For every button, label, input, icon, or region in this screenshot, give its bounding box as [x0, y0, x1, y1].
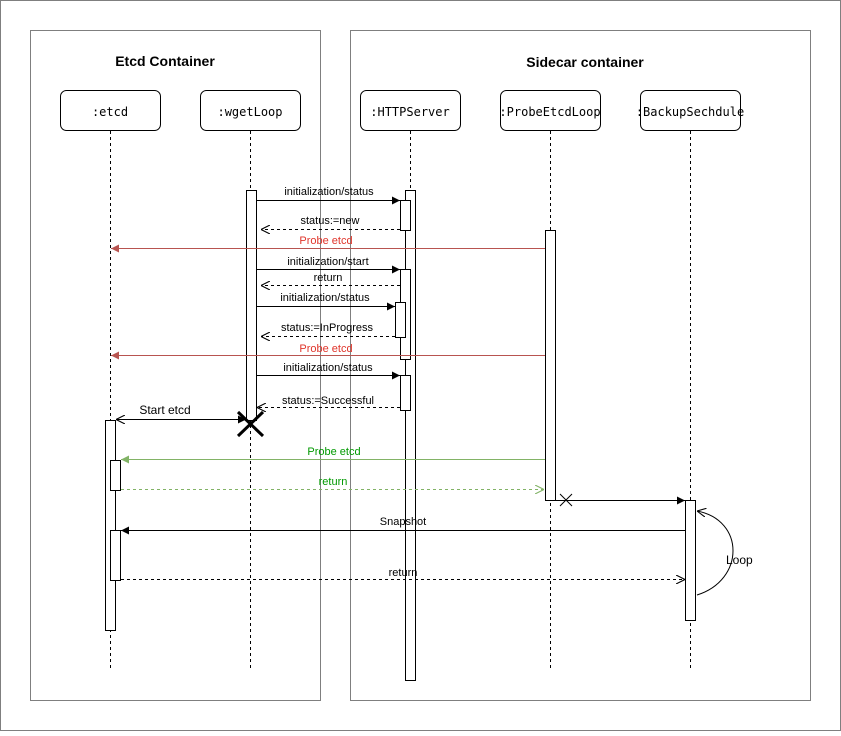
self-loop-label: Loop — [726, 553, 753, 567]
message-4: initialization/start — [257, 256, 400, 274]
message-1-label: initialization/status — [284, 186, 374, 198]
message-7-label: status:=InProgress — [281, 322, 374, 334]
participant-probeetcdloop-label: :ProbeEtcdLoop — [499, 105, 600, 119]
container-etcd-title: Etcd Container — [115, 53, 215, 69]
activation-probeetcdloop — [545, 230, 556, 501]
message-9-label: initialization/status — [283, 362, 373, 374]
activation-httpserver-nested-1 — [400, 200, 411, 231]
message-11: Start etcd — [116, 403, 246, 420]
activation-etcd-nested-1 — [110, 460, 121, 491]
activation-etcd — [105, 420, 116, 631]
message-3-label: Probe etcd — [299, 235, 352, 247]
message-3: Probe etcd — [111, 235, 545, 253]
participant-etcd: :etcd — [60, 90, 161, 668]
message-6: initialization/status — [257, 292, 395, 311]
message-2-label: status:=new — [300, 215, 359, 227]
activation-httpserver-nested-4 — [400, 375, 411, 411]
message-8-label: Probe etcd — [299, 343, 352, 355]
container-sidecar-title: Sidecar container — [526, 54, 644, 70]
participant-httpserver: :HTTPServer — [360, 90, 461, 668]
activation-httpserver-nested-3 — [395, 302, 406, 338]
activation-etcd-nested-2 — [110, 530, 121, 581]
activation-httpserver — [405, 190, 416, 681]
message-4-label: initialization/start — [287, 256, 368, 268]
activation-backupschedule — [685, 500, 696, 621]
message-10: status:=Successful — [257, 395, 400, 408]
message-15: Snapshot — [121, 516, 685, 535]
message-11-label: Start etcd — [139, 403, 190, 417]
participant-wgetloop: :wgetLoop — [200, 90, 301, 668]
message-5-label: return — [314, 272, 343, 284]
message-13-label: return — [319, 476, 348, 488]
message-5: return — [261, 272, 400, 286]
message-15-label: Snapshot — [380, 516, 426, 528]
participant-etcd-label: :etcd — [92, 105, 128, 119]
container-sidecar: Sidecar container — [350, 30, 811, 701]
message-6-label: initialization/status — [280, 292, 370, 304]
message-2: status:=new — [261, 215, 400, 230]
self-loop-backupschedule: Loop — [697, 511, 753, 596]
participant-httpserver-label: :HTTPServer — [370, 105, 449, 119]
message-8: Probe etcd — [111, 343, 545, 360]
participant-wgetloop-label: :wgetLoop — [217, 105, 282, 119]
container-etcd: Etcd Container — [30, 30, 321, 701]
message-13: return — [121, 476, 544, 490]
message-7: status:=InProgress — [261, 322, 395, 337]
participant-backupschedule: :BackupSechdule — [636, 90, 744, 668]
activation-wgetloop — [246, 190, 257, 421]
message-10-label: status:=Successful — [282, 395, 374, 407]
message-1: initialization/status — [257, 186, 400, 205]
message-9: initialization/status — [257, 362, 400, 380]
participant-backupschedule-label: :BackupSechdule — [636, 105, 744, 119]
message-12-label: Probe etcd — [307, 446, 360, 458]
message-12: Probe etcd — [121, 446, 545, 464]
participant-probeetcdloop: :ProbeEtcdLoop — [499, 90, 601, 668]
message-16: return — [121, 567, 685, 580]
message-16-label: return — [389, 567, 418, 579]
